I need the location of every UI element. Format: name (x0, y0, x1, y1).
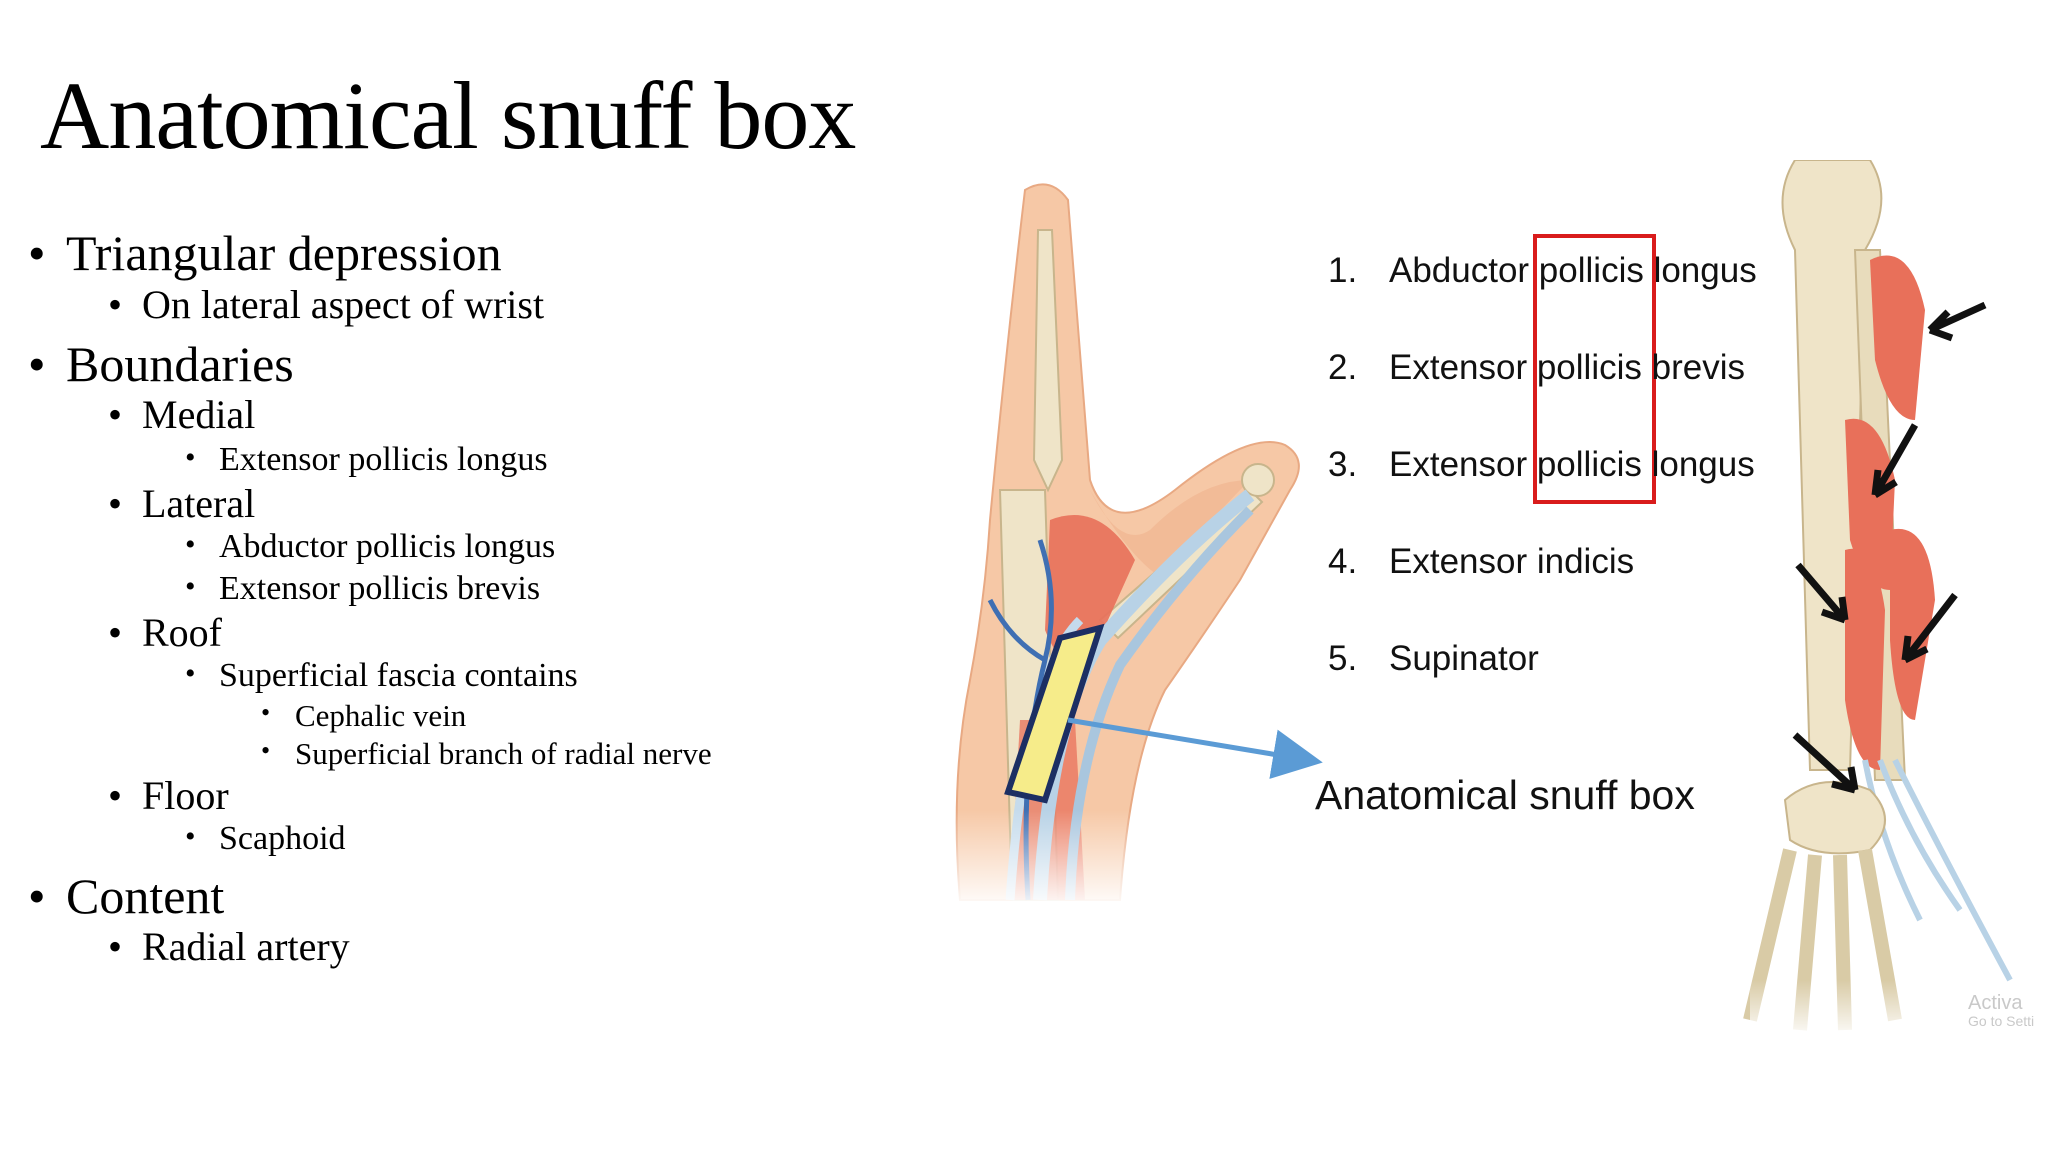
bullet-dot: • (28, 336, 46, 392)
bullet-radial-nerve: •Superficial branch of radial nerve (261, 736, 712, 771)
bullet-boundaries: •Boundaries (28, 336, 294, 392)
index-finger-bones (1032, 229, 1064, 493)
hand-illustration (950, 183, 1323, 910)
thumb-tip-bone (1241, 463, 1275, 497)
thumb-web-shade (1090, 480, 1250, 580)
anatomy-illustration (950, 160, 2048, 1040)
bullet-floor: •Floor (108, 773, 229, 818)
bullet-dot: • (108, 924, 123, 969)
bullet-dot: • (261, 698, 271, 727)
forearm-tendons (1862, 758, 2013, 982)
bullet-cephalic-vein: •Cephalic vein (261, 698, 467, 733)
bullet-dot: • (185, 528, 196, 561)
bullet-dot: • (185, 570, 196, 603)
bullet-dot: • (108, 773, 123, 818)
bullet-roof: •Roof (108, 610, 222, 655)
bullet-dot: • (185, 441, 196, 474)
bullet-apl: •Abductor pollicis longus (185, 528, 556, 565)
arrow-icon (1901, 592, 1958, 664)
tendon-epl (1033, 489, 1255, 901)
bullet-lateral: •Lateral (108, 481, 256, 526)
snuff-box-pointer-arrow (1067, 717, 1323, 779)
muscle-arrows (1792, 301, 1987, 794)
bullet-dot: • (28, 868, 46, 924)
bullet-superficial-fascia: •Superficial fascia contains (185, 657, 578, 694)
bullet-epb: •Extensor pollicis brevis (185, 570, 541, 607)
snuff-box-region (1004, 623, 1105, 804)
arrow-icon (1927, 301, 1987, 342)
arrow-icon (1795, 562, 1849, 624)
bullet-dot: • (108, 282, 123, 327)
anatomy-figure: 1. Abductor pollicis longus 2. Extensor … (950, 160, 2048, 1040)
bullet-scaphoid: •Scaphoid (185, 820, 346, 857)
bullet-lateral-aspect: •On lateral aspect of wrist (108, 282, 545, 327)
bullet-radial-artery: •Radial artery (108, 924, 350, 969)
bullet-dot: • (185, 820, 196, 853)
bullet-epl-medial: •Extensor pollicis longus (185, 441, 548, 478)
bullet-dot: • (261, 736, 271, 765)
snuff-box-label: Anatomical snuff box (1315, 772, 1695, 818)
pollicis-highlight-box (1533, 234, 1656, 504)
forearm-muscle-2 (1845, 418, 1895, 590)
forearm-fade (1750, 980, 2048, 1040)
bullet-dot: • (108, 481, 123, 526)
bullet-medial: •Medial (108, 392, 256, 437)
carpal-bones (1783, 781, 1886, 855)
activation-watermark: Activa Go to Setti (1968, 992, 2035, 1029)
arrow-icon (1792, 732, 1859, 794)
bullet-dot: • (108, 392, 123, 437)
bullet-dot: • (108, 610, 123, 655)
hand-fade (950, 810, 1290, 910)
forearm-muscle-4 (1890, 528, 1935, 720)
forearm-illustration (1743, 160, 2048, 1040)
forearm-muscle-1 (1870, 255, 1925, 420)
metacarpal-bones (1743, 848, 1902, 1031)
slide-title: Anatomical snuff box (40, 62, 856, 169)
bullet-triangular-depression: •Triangular depression (28, 225, 502, 281)
bullet-dot: • (185, 657, 196, 690)
bullet-content: •Content (28, 868, 225, 924)
bullet-dot: • (28, 225, 46, 281)
arrow-icon (1871, 423, 1919, 498)
forearm-muscle-3 (1845, 548, 1885, 770)
